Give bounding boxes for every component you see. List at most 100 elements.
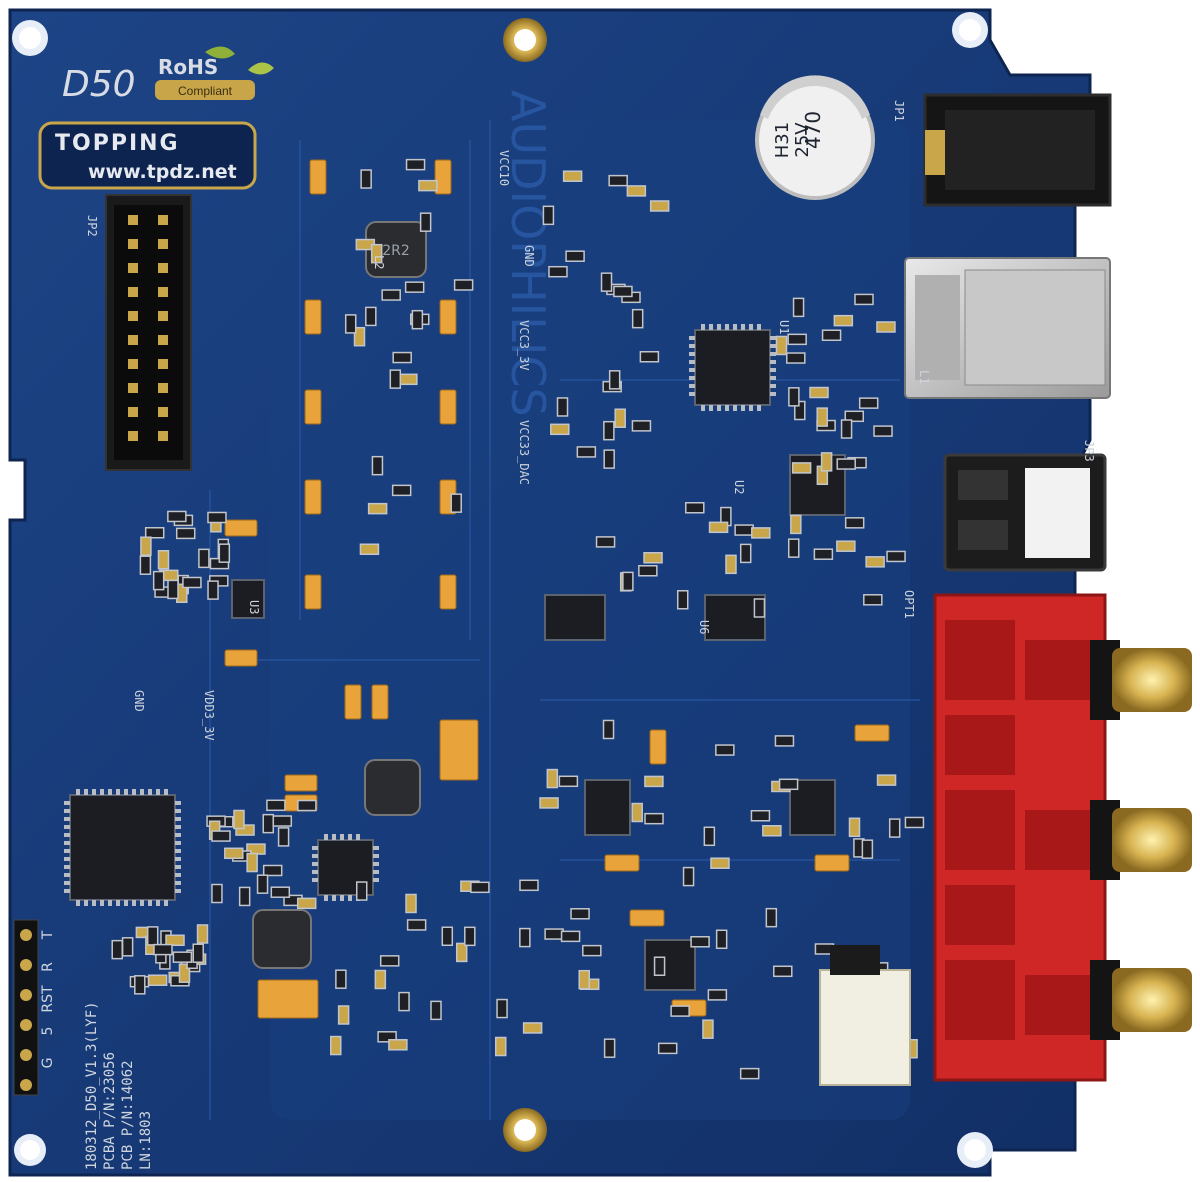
smd-component	[418, 179, 438, 192]
smd-component	[876, 774, 897, 786]
smd-component	[207, 580, 219, 600]
smd-component	[639, 351, 660, 363]
silk-label: JP2	[85, 215, 99, 237]
smd-component	[844, 517, 865, 529]
tantalum-capacitor	[814, 854, 850, 872]
smd-component	[715, 744, 735, 756]
optical-connector	[943, 453, 1107, 572]
usb-b-connector	[904, 257, 1111, 399]
tantalum-capacitor	[304, 479, 322, 515]
tantalum-capacitor	[649, 729, 667, 765]
smd-component	[690, 936, 710, 948]
smd-component	[544, 928, 564, 940]
smd-component	[196, 924, 209, 944]
tantalum-capacitor	[604, 854, 640, 872]
smd-component	[858, 397, 879, 409]
smd-component	[904, 816, 925, 829]
smd-component	[266, 799, 286, 812]
smd-component	[653, 956, 666, 977]
smd-component	[391, 484, 412, 497]
silk-label: GND	[132, 690, 146, 712]
smd-component	[844, 410, 865, 423]
smd-component	[404, 281, 425, 293]
tantalum-capacitor	[224, 649, 258, 667]
smd-component	[353, 326, 366, 347]
header-pin	[158, 311, 168, 321]
header-pin	[128, 287, 138, 297]
smd-component	[622, 571, 634, 592]
smd-component	[441, 926, 454, 947]
smd-component	[626, 185, 647, 197]
smd-component	[430, 1000, 442, 1021]
relay	[819, 945, 911, 1086]
smd-component	[715, 929, 728, 950]
jtag-label: T	[40, 930, 56, 940]
pcb-info: LN:1803 PCB P/N:14062 PCBA P/N:23056 180…	[84, 1001, 154, 1170]
smd-component	[337, 1005, 350, 1025]
header-pin	[158, 215, 168, 225]
header-pin	[128, 263, 138, 273]
tantalum-capacitor	[284, 774, 318, 792]
smd-component	[833, 314, 854, 327]
smd-component	[157, 550, 170, 570]
smd-component	[398, 991, 410, 1012]
silk-label: OPT1	[902, 590, 916, 619]
smd-component	[816, 407, 828, 427]
silk-label: JP3	[1082, 440, 1096, 462]
smd-component	[773, 965, 793, 978]
tantalum-capacitor	[371, 684, 389, 720]
tantalum-capacitor	[439, 299, 457, 335]
svg-text:TOPPING: TOPPING	[55, 131, 180, 156]
smd-component	[614, 408, 626, 428]
smd-component	[379, 955, 400, 967]
smd-component	[794, 400, 806, 421]
header-pin	[128, 335, 138, 345]
smd-component	[774, 735, 795, 747]
smd-component	[262, 813, 275, 834]
smd-component	[762, 824, 782, 837]
tantalum-capacitor	[854, 724, 890, 742]
smd-component	[548, 265, 568, 278]
smd-component	[344, 314, 357, 334]
smd-component	[643, 552, 663, 564]
smd-component	[153, 943, 173, 956]
integrated-circuits	[69, 329, 846, 991]
silk-label: GND	[522, 245, 536, 267]
silk-label: JP1	[892, 100, 906, 122]
jtag-pin	[20, 929, 32, 941]
smd-component	[840, 419, 853, 439]
silk-label: U2	[732, 480, 746, 494]
jtag-label: RST	[40, 985, 56, 1013]
smd-component	[820, 452, 833, 472]
smd-component	[753, 598, 766, 618]
smd-component	[519, 879, 539, 892]
silk-label: U1	[777, 320, 791, 334]
smd-component	[556, 397, 569, 417]
silk-label: U3	[247, 600, 261, 614]
smd-component	[198, 548, 210, 569]
jtag-header	[13, 919, 39, 1096]
smd-component	[631, 308, 644, 329]
smd-component	[608, 370, 621, 390]
smd-component	[277, 827, 290, 847]
smd-component	[876, 321, 896, 333]
smd-component	[111, 939, 123, 960]
smd-component	[657, 1042, 678, 1055]
smd-component	[631, 802, 643, 823]
smd-component	[765, 907, 778, 928]
smd-component	[211, 883, 223, 904]
tantalum-capacitor	[439, 389, 457, 425]
dc-power-jack	[923, 93, 1112, 207]
smd-component	[682, 866, 695, 887]
smd-component	[565, 250, 585, 262]
smd-component	[734, 524, 754, 536]
jtag-label: G	[40, 1058, 56, 1069]
smd-component	[450, 493, 462, 513]
tantalum-capacitor	[304, 574, 322, 610]
tantalum-capacitor	[439, 574, 457, 610]
silk-label: VCC33_DAC	[517, 420, 531, 485]
smd-component	[246, 852, 258, 873]
smd-component	[539, 797, 559, 809]
